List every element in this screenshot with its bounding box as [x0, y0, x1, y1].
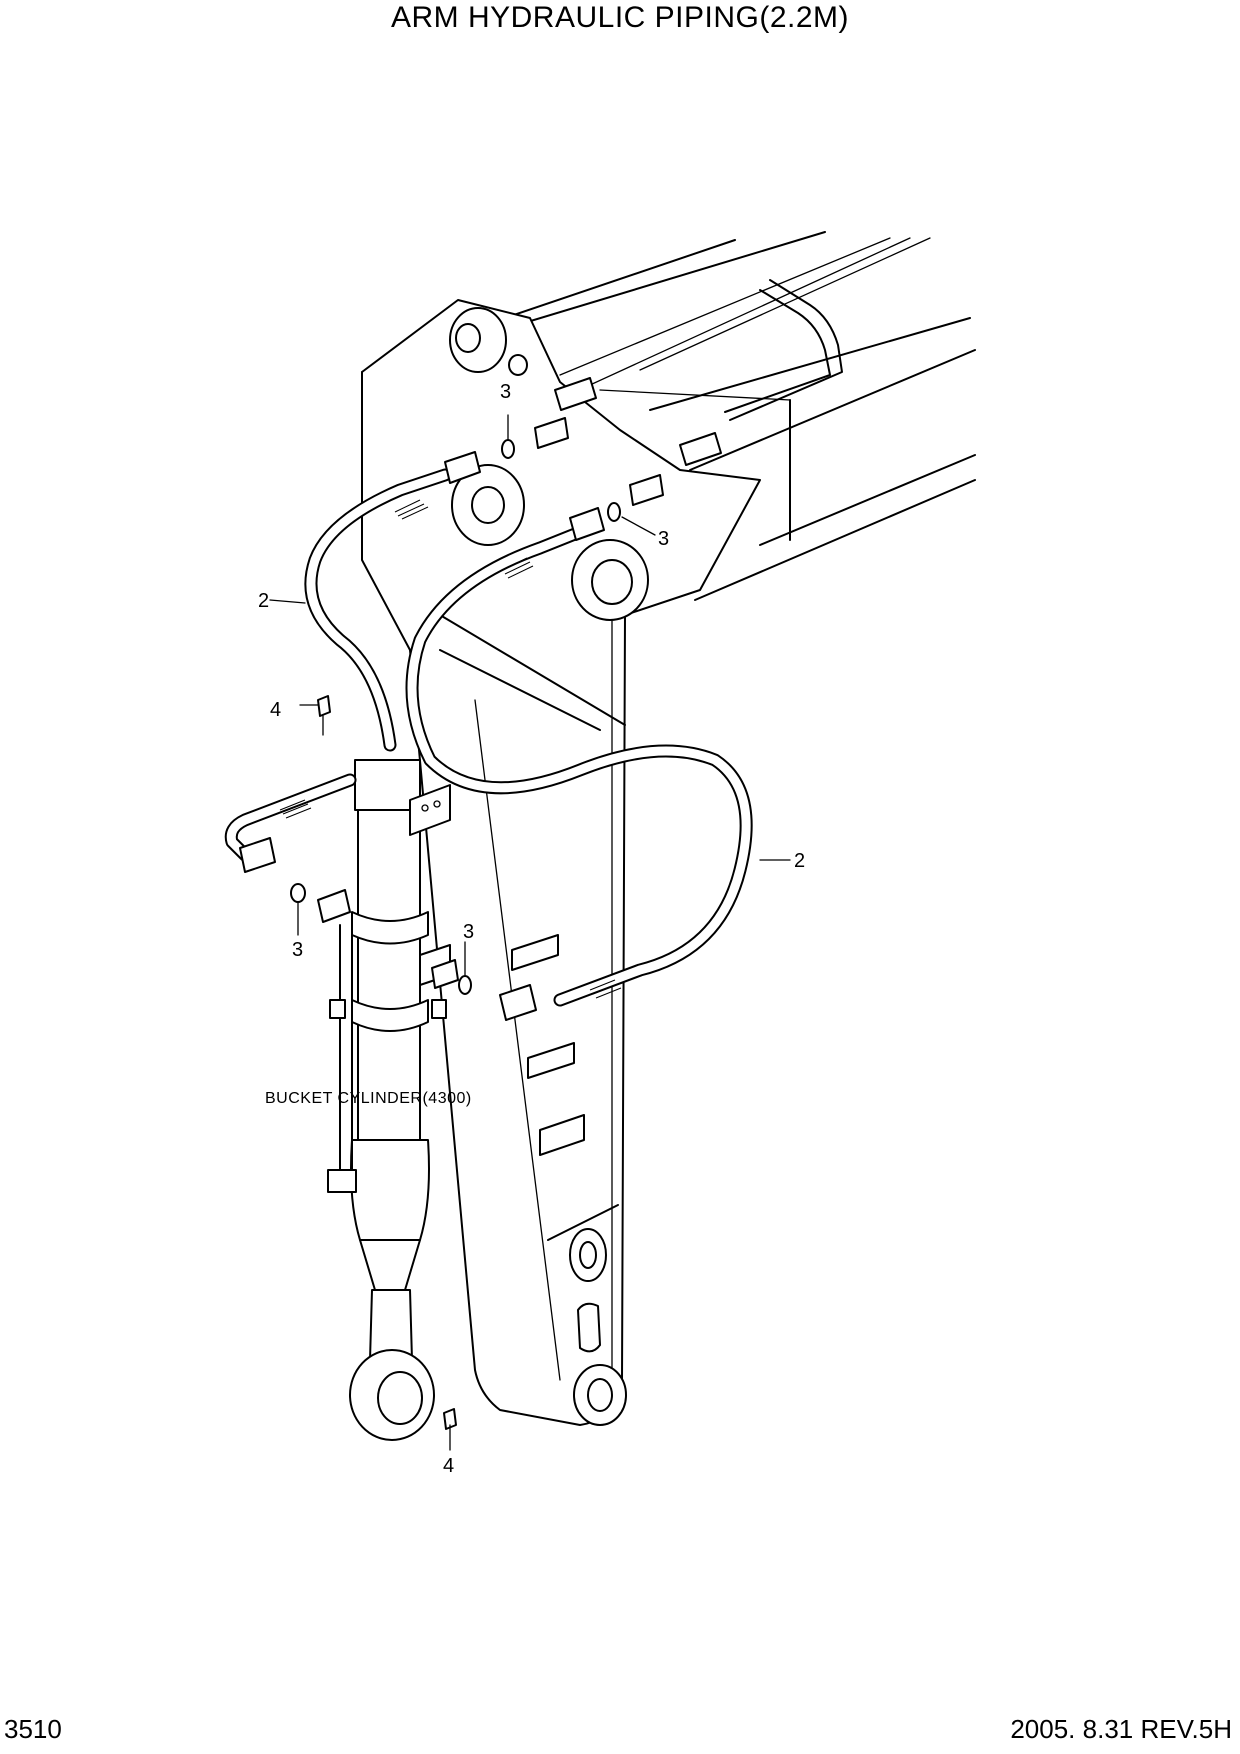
hose-upper-left	[224, 451, 481, 873]
callout-3-top: 3	[500, 381, 511, 403]
callout-4-upper: 4	[270, 699, 281, 721]
leader-lines	[269, 414, 791, 1451]
callout-3-mid: 3	[658, 528, 669, 550]
callout-3-right: 3	[463, 921, 474, 943]
page-title: ARM HYDRAULIC PIPING(2.2M)	[390, 1, 850, 34]
bucket-cylinder	[327, 759, 451, 1441]
grease-fittings	[317, 695, 457, 1430]
bucket-cylinder-label: BUCKET CYLINDER(4300)	[265, 1090, 472, 1107]
adapter-fittings	[317, 889, 459, 989]
boom-fittings	[534, 377, 722, 506]
callout-4-lower: 4	[443, 1455, 454, 1477]
callout-3-left: 3	[292, 939, 303, 961]
page-number: 3510	[4, 1714, 62, 1744]
arm-body	[361, 299, 761, 1426]
callout-2-upper: 2	[258, 590, 269, 612]
boom-structure	[361, 231, 976, 601]
hose-right-loop	[405, 507, 753, 1021]
revision-date: 2005. 8.31 REV.5H	[1010, 1714, 1232, 1744]
callout-2-right: 2	[794, 850, 805, 872]
